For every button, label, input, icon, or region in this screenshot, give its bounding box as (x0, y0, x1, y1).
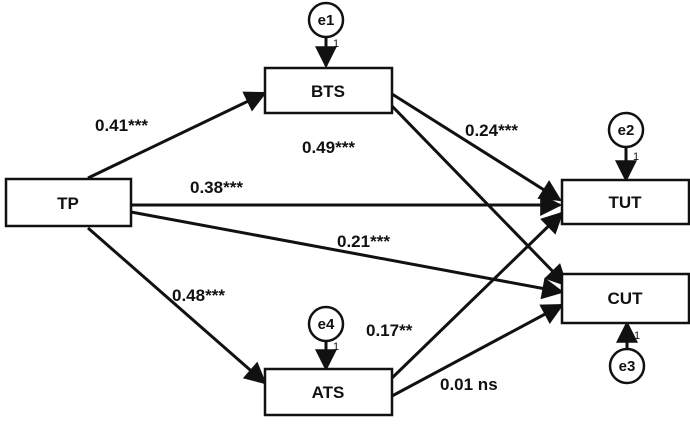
error-e4-circle (307, 305, 345, 343)
path-ats-tut (390, 211, 564, 380)
node-cut-label: CUT (608, 289, 644, 308)
path-tp-bts (87, 91, 267, 180)
coef-ats-tut: 0.17** (366, 321, 413, 340)
error-e2-label: e2 (618, 122, 635, 139)
path-bts-cut (390, 104, 568, 287)
node-tp-box (4, 177, 133, 228)
coef-bts-tut: 0.24*** (465, 121, 518, 140)
error-e3-label: e3 (619, 358, 636, 375)
node-ats-label: ATS (312, 383, 345, 402)
node-bts-label: BTS (311, 82, 345, 101)
error-e4-label: e4 (318, 316, 335, 333)
node-tut-label: TUT (608, 193, 642, 212)
coef-tp-bts: 0.41*** (95, 116, 148, 135)
coef-bts-cut: 0.49*** (302, 138, 355, 157)
path-tp-cut (130, 210, 565, 300)
node-tp-label: TP (57, 194, 79, 213)
error-e2-weight: 1 (633, 151, 639, 163)
coef-tp-tut: 0.38*** (190, 178, 243, 197)
node-cut-box (560, 272, 690, 325)
node-bts-box (263, 66, 394, 115)
error-e3-circle (608, 347, 646, 385)
error-e3-weight: 1 (634, 330, 640, 342)
coef-ats-cut: 0.01 ns (440, 375, 498, 394)
error-e4-weight: 1 (333, 341, 339, 353)
error-e2-circle (607, 111, 645, 149)
error-e1-circle (307, 1, 345, 39)
path-tp-ats (87, 226, 267, 385)
error-e1-label: e1 (318, 12, 335, 29)
coef-tp-ats: 0.48*** (172, 286, 225, 305)
error-e1-weight: 1 (333, 38, 339, 50)
coef-tp-cut: 0.21*** (337, 232, 390, 251)
path-bts-tut (391, 92, 562, 202)
path-ats-cut (391, 303, 564, 398)
node-tut-box (560, 178, 690, 226)
node-ats-box (263, 367, 394, 417)
